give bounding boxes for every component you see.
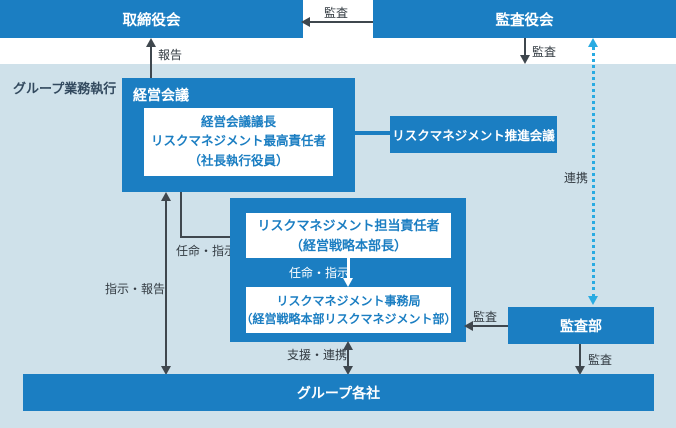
collaboration-arrowhead-down — [588, 296, 598, 305]
collaboration-dotted-line — [592, 46, 595, 298]
audit-top-arrow-line — [309, 21, 373, 23]
audit-top-arrowhead — [301, 17, 310, 27]
report-label: 報告 — [158, 48, 183, 62]
audit-department-box: 監査部 — [508, 307, 654, 344]
group-companies-label: グループ各社 — [296, 384, 381, 401]
audit-bottom-arrow-line — [579, 344, 581, 368]
management-meeting-chair-box: 経営会議議長 リスクマネジメント最高責任者 （社長執行役員） — [144, 108, 333, 176]
audit-supervisory-board-box: 監査役会 — [373, 0, 676, 38]
instruction-report-arrowhead-down — [161, 366, 171, 375]
audit-right-arrow-line — [524, 38, 526, 57]
audit-supervisory-board-label: 監査役会 — [495, 12, 554, 29]
support-collaboration-line — [347, 348, 349, 369]
promotion-committee-label: リスクマネジメント推進会議 — [392, 129, 555, 143]
audit-mid-arrow-line — [472, 325, 508, 327]
support-collaboration-arrowhead-down — [343, 366, 353, 375]
audit-department-label: 監査部 — [560, 317, 602, 334]
audit-top-label: 監査 — [324, 6, 349, 20]
report-arrowhead — [146, 38, 156, 47]
appointment-inner-line — [347, 258, 350, 279]
audit-bottom-label: 監査 — [588, 353, 613, 367]
board-of-directors-box: 取締役会 — [0, 0, 303, 38]
appointment-outer-label: 任命・指示 — [176, 244, 237, 258]
instruction-report-line — [165, 199, 167, 368]
collaboration-label: 連携 — [564, 171, 589, 185]
secretariat-box: リスクマネジメント事務局 （経営戦略本部リスクマネジメント部） — [241, 287, 457, 333]
chair-line1: 経営会議議長 — [200, 114, 276, 129]
audit-mid-label: 監査 — [473, 310, 498, 324]
instruction-report-label: 指示・報告 — [105, 282, 166, 296]
audit-bottom-arrowhead — [575, 366, 585, 375]
appointment-outer-hline — [180, 236, 232, 238]
chair-line2: リスクマネジメント最高責任者 — [150, 134, 326, 149]
responsible-officer-line2: （経営戦略本部長） — [289, 237, 407, 253]
audit-right-label: 監査 — [532, 45, 557, 59]
responsible-officer-box: リスクマネジメント担当責任者 （経営戦略本部長） — [246, 213, 451, 258]
secretariat-line1: リスクマネジメント事務局 — [276, 294, 421, 308]
appointment-outer-vline — [180, 192, 182, 238]
support-collaboration-label: 支援・連携 — [287, 348, 348, 362]
board-of-directors-label: 取締役会 — [122, 12, 181, 29]
support-collaboration-arrowhead-up — [343, 341, 353, 350]
responsible-officer-line1: リスクマネジメント担当責任者 — [257, 218, 440, 233]
instruction-report-arrowhead-up — [161, 192, 171, 201]
appointment-inner-arrowhead — [343, 278, 353, 287]
collaboration-arrowhead-up — [588, 38, 598, 47]
chair-line3: （社長執行役員） — [188, 153, 289, 168]
promotion-committee-box: リスクマネジメント推進会議 — [390, 116, 557, 153]
appointment-inner-label: 任命・指示 — [289, 266, 350, 280]
promotion-connector-line — [355, 131, 390, 135]
group-companies-box: グループ各社 — [23, 374, 654, 411]
audit-right-arrowhead — [520, 55, 530, 64]
secretariat-line2: （経営戦略本部リスクマネジメント部） — [240, 312, 457, 326]
audit-mid-arrowhead — [464, 321, 473, 331]
management-meeting-title: 経営会議 — [133, 87, 189, 103]
section-label-group-execution: グループ業務執行 — [13, 81, 117, 96]
report-arrow-line — [150, 44, 152, 78]
